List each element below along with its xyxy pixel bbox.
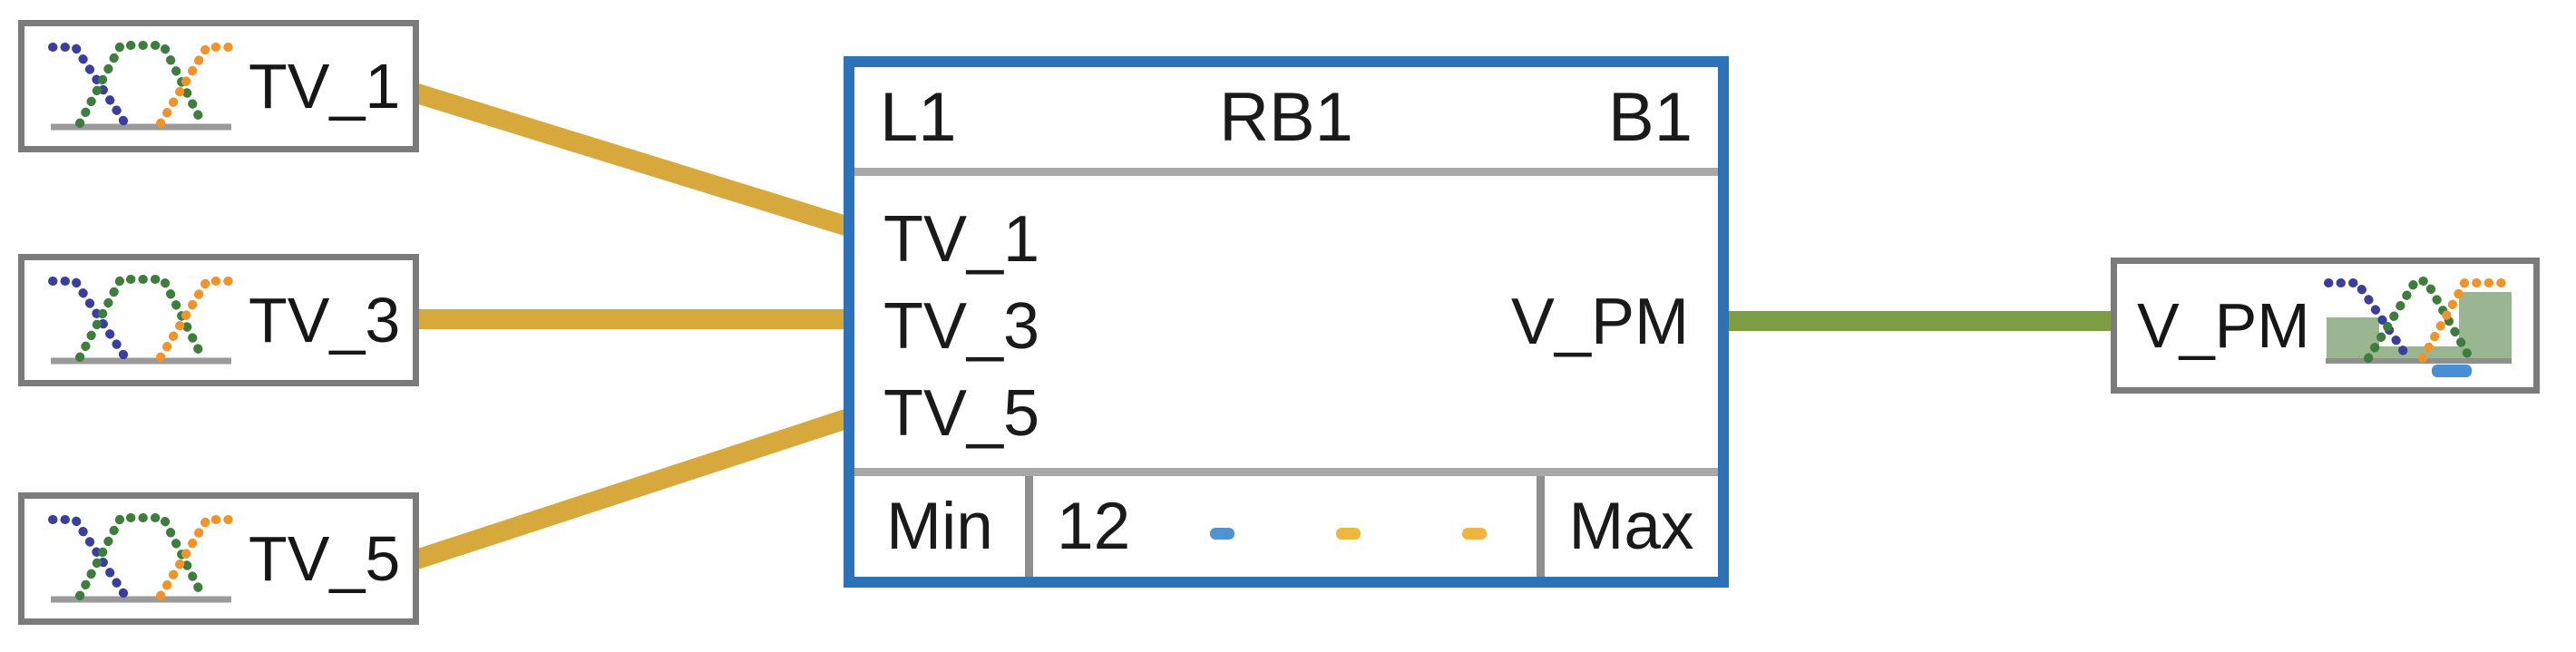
rule-count: 12 [1057,490,1131,563]
input-block-tv3[interactable]: TV_3 [18,254,419,386]
mf-curve-orange [2417,278,2516,363]
mf-aggregate-fill [2326,292,2512,361]
rule-weight-dash-yellow [1462,528,1488,540]
output-block-label: V_PM [2137,290,2310,361]
rule-weight-dash-yellow [1336,528,1361,540]
membership-functions-filled-icon [2323,277,2516,377]
membership-functions-icon [48,512,234,602]
rule-block-header: L1 RB1 B1 [854,67,1718,168]
wire-tv1-to-ruleblock[interactable] [405,81,858,238]
mf-curve-orange [156,514,234,600]
rule-weight-dash-blue [1210,528,1235,540]
mf-curve-blue [48,42,130,128]
mf-curve-orange [156,276,234,362]
membership-functions-icon [48,40,234,130]
rule-input-row: TV_1 [883,203,1040,276]
input-block-label: TV_5 [249,523,401,594]
rule-block-header-right: B1 [1608,79,1693,156]
rule-block-header-left: L1 [880,79,957,156]
max-label: Max [1568,490,1694,563]
membership-functions-icon [48,274,234,364]
rule-block-input-list: TV_1 TV_3 TV_5 [883,196,1039,457]
wire-tv5-to-ruleblock[interactable] [405,406,858,572]
mf-curve-blue [48,514,130,600]
mf-curve-orange [156,42,234,128]
input-block-tv5[interactable]: TV_5 [18,492,419,625]
rule-input-row: TV_5 [883,377,1040,450]
divider [854,468,1718,476]
mf-curve-blue [2323,278,2413,363]
output-block-vpm[interactable]: V_PM [2111,258,2540,394]
rule-block[interactable]: L1 RB1 B1 TV_1 TV_3 TV_5 V_PM Min 12 [844,56,1729,588]
rule-block-body: TV_1 TV_3 TV_5 V_PM [854,176,1718,468]
footer-rules-cell: 12 [1033,476,1537,577]
mf-curve-green [2363,277,2474,363]
rule-input-row: TV_3 [883,290,1040,363]
rule-block-header-center: RB1 [1219,79,1353,156]
input-block-label: TV_3 [249,285,401,355]
mf-curve-blue [48,276,130,362]
rule-block-footer: Min 12 Max [854,476,1718,577]
footer-min-cell: Min [854,476,1033,577]
input-block-label: TV_1 [249,51,401,122]
mf-defuzzification-marker [2431,365,2472,377]
divider [854,168,1718,176]
min-label: Min [886,490,993,563]
rule-output-label: V_PM [1510,286,1689,358]
input-block-tv1[interactable]: TV_1 [18,20,419,152]
footer-max-cell: Max [1537,476,1718,577]
